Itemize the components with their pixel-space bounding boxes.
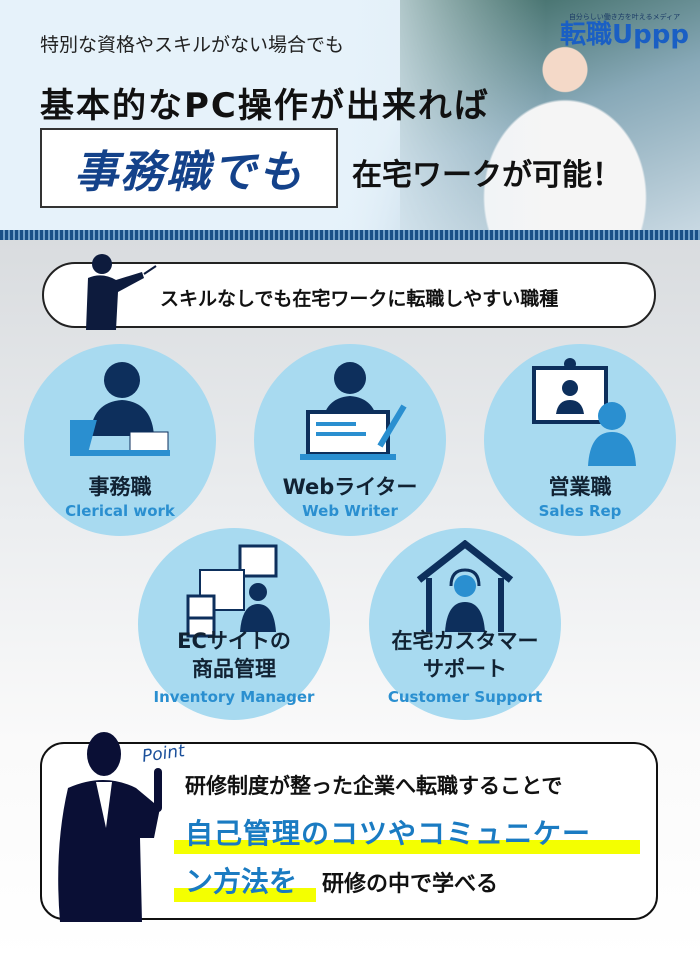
job-ec-inventory[interactable]: ECサイトの 商品管理 Inventory Manager	[138, 528, 330, 720]
logo: 自分らしい働き方を叶えるメディア 転職Uppp	[560, 13, 689, 50]
point-text-line3-highlight: ン方法を	[185, 865, 298, 898]
job-customer-support[interactable]: 在宅カスタマー サポート Customer Support	[369, 528, 561, 720]
point-text-line2: 自己管理のコツやコミュニケー	[185, 817, 592, 850]
hero-section	[0, 0, 700, 240]
web-writer-icon	[300, 362, 407, 460]
office-worker-icon	[70, 362, 170, 456]
point-text-line3: 研修の中で学べる	[322, 872, 499, 897]
headline-highlight-box: 事務職でも	[40, 128, 338, 208]
point-text-line1: 研修制度が整った企業へ転職することで	[185, 774, 563, 798]
highlight-marker	[174, 888, 316, 902]
presenter-silhouette-icon	[86, 254, 157, 330]
job-sales[interactable]: 営業職 Sales Rep	[484, 344, 676, 536]
banner-text: スキルなしでも在宅ワークに転職しやすい職種	[160, 288, 559, 310]
video-call-icon	[532, 358, 636, 466]
subtitle: 特別な資格やスキルがない場合でも	[40, 34, 345, 56]
highlight-marker	[174, 840, 640, 854]
ec-inventory-icon	[186, 544, 278, 638]
job-web-writer[interactable]: Webライター Web Writer	[254, 344, 446, 536]
headline-line1: 基本的なPC操作が出来れば	[40, 86, 490, 126]
businessman-silhouette-icon	[58, 732, 162, 922]
job-clerical[interactable]: 事務職 Clerical work	[24, 344, 216, 536]
headline-line2: 在宅ワークが可能！	[352, 158, 622, 193]
divider-stripe	[0, 230, 700, 240]
home-support-icon	[416, 540, 514, 632]
